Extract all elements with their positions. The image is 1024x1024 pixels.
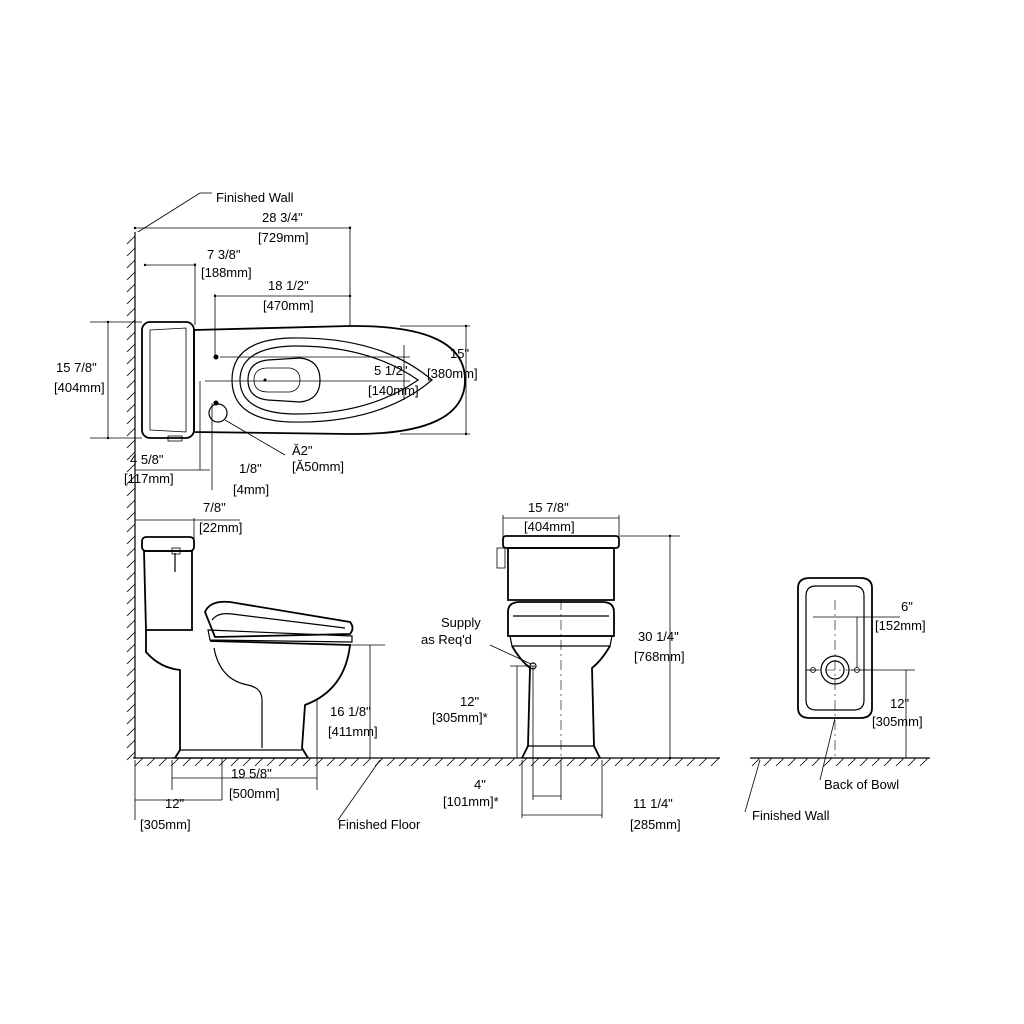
label-overall-length-mm: [729mm] — [258, 230, 309, 245]
label-supply-offset: 4 5/8" — [130, 452, 164, 467]
label-supply-2: as Req'd — [421, 632, 472, 647]
label-rim-height-mm: [411mm] — [328, 724, 378, 739]
label-base-width: 11 1/4" — [633, 796, 673, 811]
label-bolt-spacing: 5 1/2" — [374, 363, 408, 378]
dimension-labels: Finished Wall 28 3/4" [729mm] 7 3/8" [18… — [54, 190, 926, 832]
top-view — [90, 192, 470, 490]
label-overall-height: 30 1/4" — [638, 629, 679, 644]
label-supply-offset-mm: [117mm] — [124, 471, 174, 486]
label-base-length: 19 5/8" — [231, 766, 272, 781]
label-finished-wall-bottom: Finished Wall — [752, 808, 830, 823]
label-supply-height-mm: [305mm]* — [432, 710, 488, 725]
label-tank-depth-mm: [188mm] — [201, 265, 252, 280]
finished-floor-hatching — [133, 757, 930, 767]
label-supply-gap-mm: [4mm] — [233, 482, 269, 497]
label-front-tank-width-mm: [404mm] — [524, 519, 575, 534]
label-bowl-width-mm: [380mm] — [427, 366, 478, 381]
label-tank-gap: 7/8" — [203, 500, 226, 515]
label-rough-in-mm: [305mm] — [140, 817, 191, 832]
label-bowl-width: 15" — [450, 346, 469, 361]
rear-view — [744, 577, 915, 813]
label-base-length-mm: [500mm] — [229, 786, 280, 801]
label-bolt-width: 6" — [901, 599, 913, 614]
label-outlet-height: 12" — [890, 696, 909, 711]
label-supply-gap: 1/8" — [239, 461, 262, 476]
label-bolt-width-mm: [152mm] — [875, 618, 926, 633]
label-rim-height: 16 1/8" — [330, 704, 371, 719]
front-view — [489, 515, 680, 818]
label-tank-width-top: 15 7/8" — [56, 360, 97, 375]
label-supply-height: 12" — [460, 694, 479, 709]
label-finished-floor: Finished Floor — [338, 817, 421, 832]
label-bolt-spacing-mm: [140mm] — [368, 383, 419, 398]
label-overall-length: 28 3/4" — [262, 210, 303, 225]
label-bowl-length-mm: [470mm] — [263, 298, 314, 313]
label-tank-width-top-mm: [404mm] — [54, 380, 105, 395]
label-finished-wall-top: Finished Wall — [216, 190, 294, 205]
label-rough-in: 12" — [165, 796, 184, 811]
label-overall-height-mm: [768mm] — [634, 649, 685, 664]
label-supply-1: Supply — [441, 615, 481, 630]
label-drain-dia-mm: [Ă50mm] — [292, 459, 344, 474]
label-supply-side-mm: [101mm]* — [443, 794, 499, 809]
label-base-width-mm: [285mm] — [630, 817, 681, 832]
label-supply-side: 4" — [474, 777, 486, 792]
dimension-arrows — [106, 226, 672, 760]
label-front-tank-width: 15 7/8" — [528, 500, 569, 515]
label-bowl-length: 18 1/2" — [268, 278, 309, 293]
label-back-of-bowl: Back of Bowl — [824, 777, 899, 792]
side-view — [134, 518, 385, 821]
finished-wall-hatching — [126, 232, 136, 761]
label-drain-dia: Ă2" — [292, 443, 313, 458]
label-outlet-height-mm: [305mm] — [872, 714, 923, 729]
label-tank-gap-mm: [22mm] — [199, 520, 242, 535]
label-tank-depth: 7 3/8" — [207, 247, 241, 262]
